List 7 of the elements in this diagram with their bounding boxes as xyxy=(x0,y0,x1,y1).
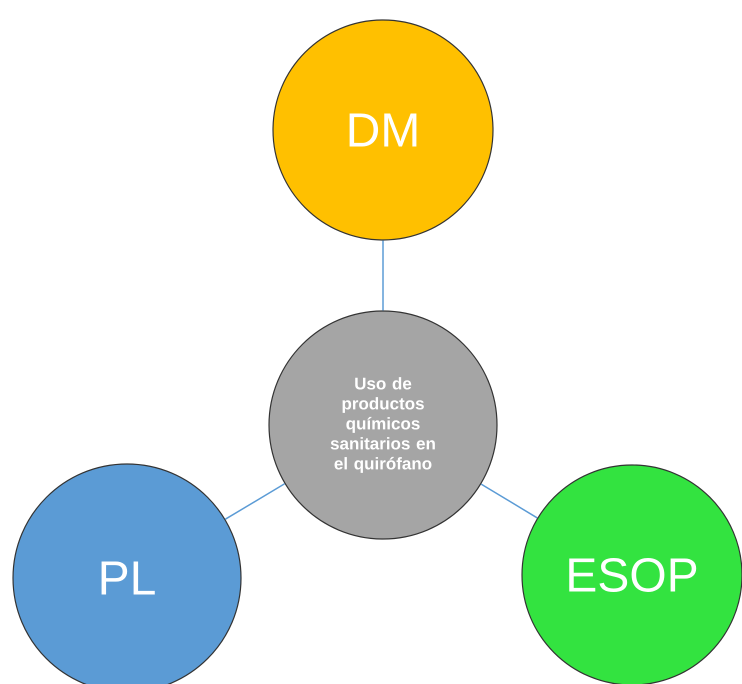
circle-node: PL xyxy=(12,463,242,684)
circle-node: DM xyxy=(272,19,494,241)
connector-line xyxy=(382,240,384,310)
circle-node: ESOP xyxy=(521,464,742,684)
connector-line xyxy=(224,483,286,520)
connector-line xyxy=(480,483,538,519)
circle-node: Uso de productos químicos sanitarios en el quirófano xyxy=(268,310,498,540)
